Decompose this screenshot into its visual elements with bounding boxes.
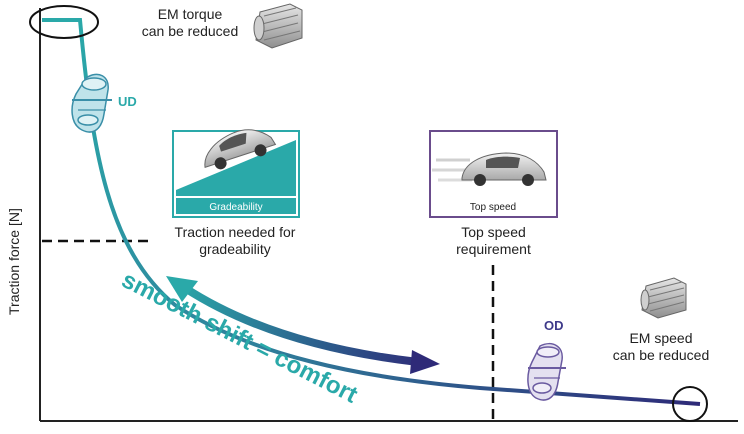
em-speed-line2: can be reduced bbox=[612, 347, 710, 363]
y-axis-label: Traction force [N] bbox=[6, 208, 22, 315]
em-torque-line1: EM torque bbox=[157, 6, 223, 22]
traction-needed-note: Traction needed for gradeability bbox=[150, 224, 320, 258]
traction-needed-line2: gradeability bbox=[199, 241, 271, 257]
od-gear-icon bbox=[527, 342, 566, 401]
traction-needed-line1: Traction needed for bbox=[174, 224, 296, 240]
car-icon-gradeability bbox=[204, 129, 277, 170]
gradeability-card-caption: Gradeability bbox=[209, 202, 262, 213]
top-speed-card bbox=[429, 130, 558, 218]
em-torque-circle bbox=[29, 5, 99, 39]
top-speed-line1: Top speed bbox=[461, 224, 526, 240]
ud-label: UD bbox=[118, 94, 137, 109]
arrow-head-left-icon bbox=[166, 276, 198, 302]
car-icon-top-speed bbox=[461, 152, 547, 186]
top-speed-note: Top speed requirement bbox=[430, 224, 557, 258]
ud-gear-icon bbox=[71, 73, 112, 133]
gradeability-card bbox=[172, 129, 300, 218]
arrow-head-right-icon bbox=[410, 350, 440, 374]
slope-shape bbox=[176, 140, 296, 196]
electric-motor-icon-bottom bbox=[640, 277, 687, 319]
traction-curve bbox=[42, 18, 701, 406]
em-speed-line1: EM speed bbox=[629, 330, 693, 346]
smooth-shift-text: smooth shift = comfort bbox=[117, 266, 362, 408]
smooth-shift-arrow-shaft bbox=[182, 284, 419, 366]
electric-motor-icon-top bbox=[253, 3, 303, 49]
top-speed-line2: requirement bbox=[456, 241, 531, 257]
em-speed-note: EM speed can be reduced bbox=[596, 330, 726, 364]
em-torque-line2: can be reduced bbox=[141, 23, 239, 39]
em-speed-circle bbox=[672, 386, 708, 422]
od-label: OD bbox=[544, 318, 564, 333]
em-torque-note: EM torque can be reduced bbox=[130, 6, 250, 40]
top-speed-card-caption: Top speed bbox=[470, 202, 516, 213]
